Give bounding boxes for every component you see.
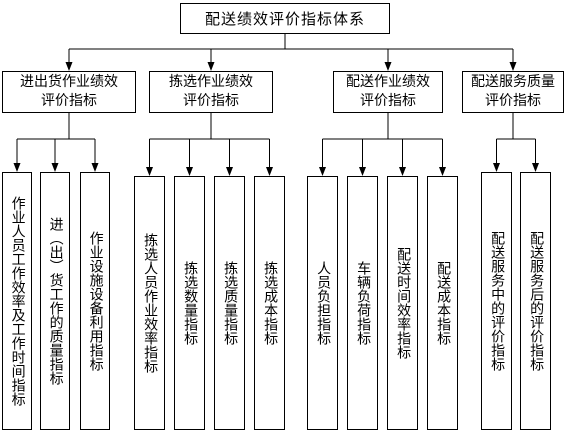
leaf-node: 配送服务中的评价指标 xyxy=(481,172,512,430)
arrowhead xyxy=(359,167,366,176)
arrowhead xyxy=(186,167,193,176)
arrowhead xyxy=(207,62,215,71)
category-label: 配送服务质量 评价指标 xyxy=(471,74,555,109)
arrowhead xyxy=(384,62,392,71)
arrowhead xyxy=(91,163,99,172)
arrowhead xyxy=(51,163,59,172)
leaf-label: 作业人员工作效率及工作时间指标 xyxy=(9,196,26,406)
arrowhead xyxy=(509,62,517,71)
leaf-node: 拣选人员作业效率指标 xyxy=(134,176,165,430)
leaf-node: 作业设施设备利用指标 xyxy=(80,172,110,430)
category-node-service-quality: 配送服务质量 评价指标 xyxy=(462,71,564,113)
leaf-node: 人员负担指标 xyxy=(307,176,338,430)
leaf-label: 车辆负荷指标 xyxy=(355,261,372,345)
leaf-label: 配送服务后的评价指标 xyxy=(528,231,545,371)
arrowhead xyxy=(493,163,500,172)
arrowhead xyxy=(399,167,406,176)
category-node-delivery: 配送作业绩效 评价指标 xyxy=(333,71,443,113)
leaf-label: 进（出）货工作的质量指标 xyxy=(47,217,64,385)
leaf-node: 配送服务后的评价指标 xyxy=(520,172,551,430)
root-node-label: 配送绩效评价指标体系 xyxy=(204,10,365,28)
leaf-label: 配送成本指标 xyxy=(435,261,452,345)
leaf-label: 拣选数量指标 xyxy=(182,261,199,345)
leaf-label: 拣选质量指标 xyxy=(222,261,239,345)
arrowhead xyxy=(266,167,273,176)
arrowhead xyxy=(532,163,539,172)
leaf-label: 拣选人员作业效率指标 xyxy=(142,233,159,373)
arrowhead xyxy=(439,167,446,176)
arrowhead xyxy=(146,167,153,176)
category-node-picking: 拣选作业绩效 评价指标 xyxy=(149,71,273,113)
leaf-node: 拣选数量指标 xyxy=(174,176,205,430)
arrowhead xyxy=(226,167,233,176)
leaf-node: 拣选质量指标 xyxy=(214,176,245,430)
category-label: 进出货作业绩效 评价指标 xyxy=(20,74,118,109)
leaf-label: 作业设施设备利用指标 xyxy=(87,231,104,371)
leaf-node: 配送成本指标 xyxy=(427,176,458,430)
leaf-node: 进（出）货工作的质量指标 xyxy=(40,172,70,430)
arrowhead xyxy=(13,163,21,172)
category-node-inbound-outbound: 进出货作业绩效 评价指标 xyxy=(2,71,136,113)
root-node: 配送绩效评价指标体系 xyxy=(180,3,390,34)
leaf-label: 拣选成本指标 xyxy=(262,261,279,345)
leaf-label: 配送服务中的评价指标 xyxy=(489,231,506,371)
arrowhead xyxy=(319,167,326,176)
category-label: 拣选作业绩效 评价指标 xyxy=(169,74,253,109)
arrowhead xyxy=(65,62,73,71)
leaf-label: 配送时间效率指标 xyxy=(395,247,412,359)
leaf-node: 车辆负荷指标 xyxy=(347,176,378,430)
leaf-node: 拣选成本指标 xyxy=(254,176,285,430)
leaf-label: 人员负担指标 xyxy=(315,261,332,345)
leaf-node: 作业人员工作效率及工作时间指标 xyxy=(2,172,32,430)
leaf-node: 配送时间效率指标 xyxy=(387,176,418,430)
category-label: 配送作业绩效 评价指标 xyxy=(346,74,430,109)
